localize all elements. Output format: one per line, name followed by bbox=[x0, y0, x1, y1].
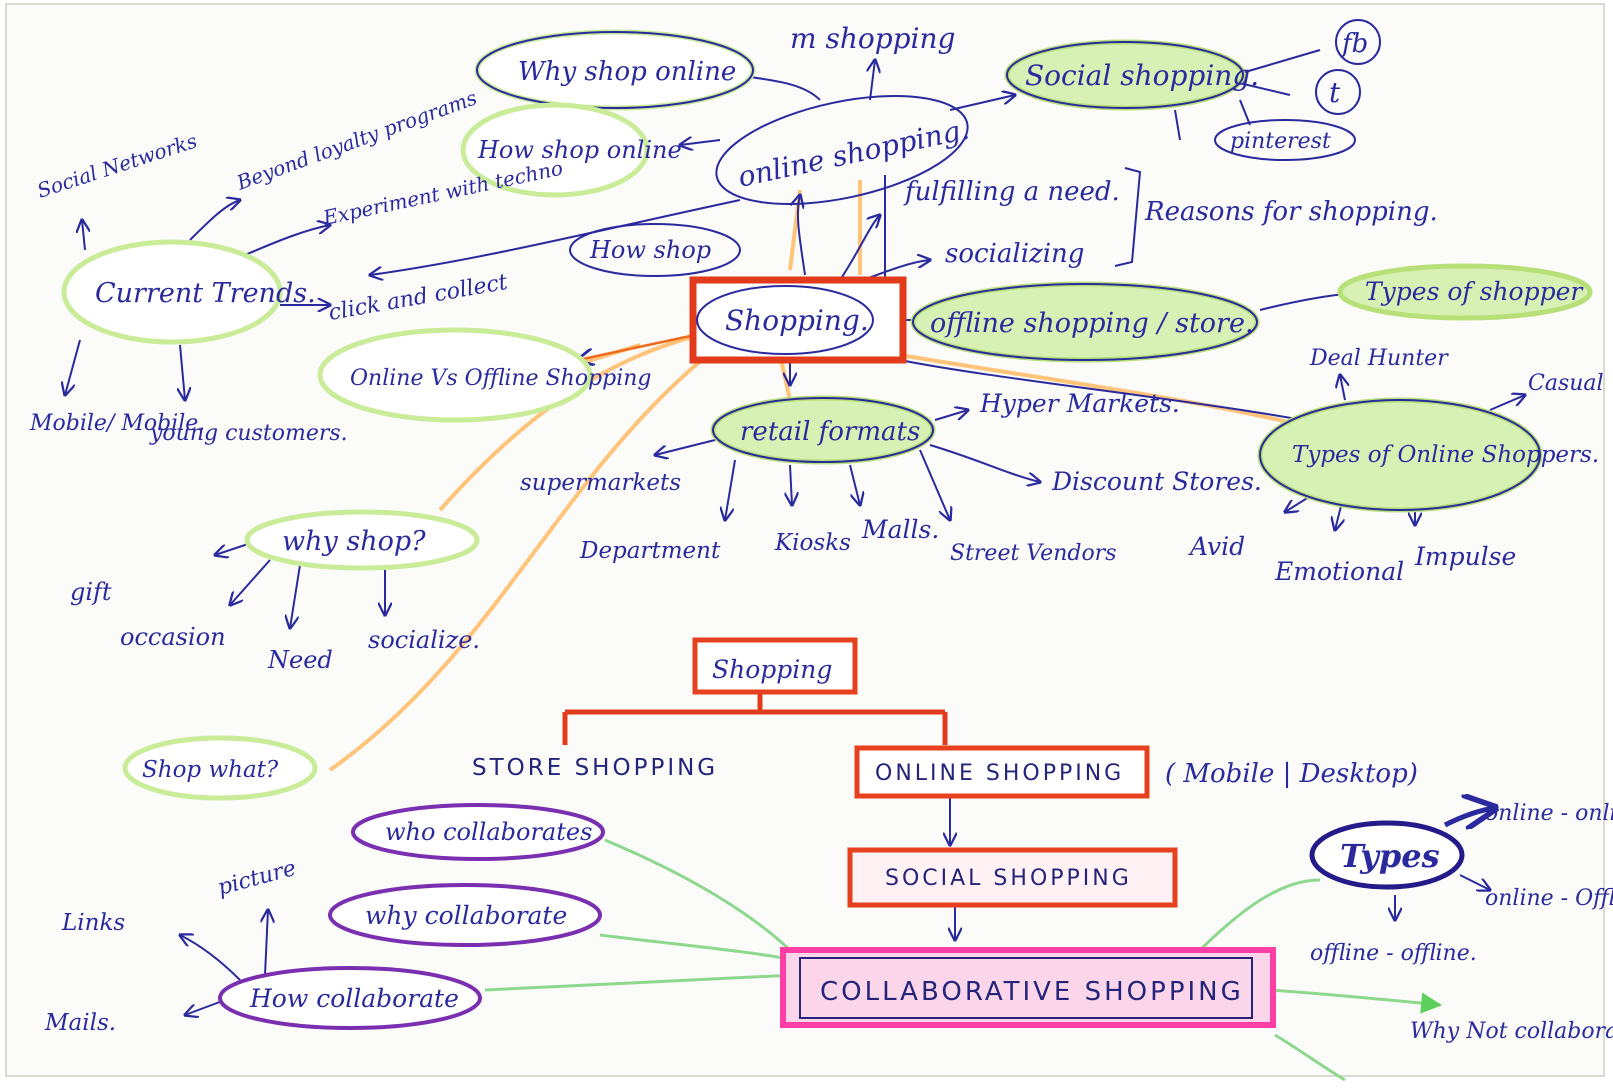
social-shopping-node[interactable]: Social shopping. bbox=[1004, 39, 1259, 111]
orange-arrows bbox=[578, 333, 696, 360]
emotional-label: Emotional bbox=[1274, 557, 1404, 586]
devices-label: ( Mobile | Desktop) bbox=[1165, 759, 1418, 789]
young-customers-label: young customers. bbox=[149, 421, 348, 446]
current-trends-node[interactable]: Current Trends. bbox=[61, 239, 316, 345]
who-collaborates-node[interactable]: who collaborates bbox=[351, 803, 605, 861]
mails-label: Mails. bbox=[44, 1010, 116, 1036]
types-online-shoppers-node[interactable]: Types of Online Shoppers. bbox=[1257, 397, 1599, 513]
types-of-shopper-label: Types of shopper bbox=[1365, 277, 1584, 306]
bottom-shopping-node[interactable]: Shopping bbox=[692, 637, 858, 695]
center-shopping-node[interactable]: Shopping. bbox=[689, 276, 907, 364]
mobile-label: Mobile/ Mobile. bbox=[29, 411, 205, 436]
malls-label: Malls. bbox=[861, 515, 939, 544]
why-shop-node[interactable]: why shop? bbox=[244, 509, 480, 571]
occasion-label: occasion bbox=[120, 623, 226, 651]
why-shop-online-label: Why shop online bbox=[518, 57, 736, 87]
how-shop-label: How shop bbox=[589, 236, 711, 264]
pinterest-node[interactable]: pinterest bbox=[1214, 119, 1356, 161]
online-offline-label: online - Offline bbox=[1485, 886, 1613, 911]
why-shop-label: why shop? bbox=[282, 526, 426, 557]
online-vs-offline-node[interactable]: Online Vs Offline Shopping bbox=[317, 327, 652, 423]
bottom-connectors bbox=[180, 690, 1495, 1082]
street-vendors-label: Street Vendors bbox=[950, 541, 1117, 566]
twitter-icon: t bbox=[1329, 76, 1341, 109]
bottom-online-shopping-node[interactable]: ONLINE SHOPPING bbox=[854, 745, 1150, 799]
types-label: Types bbox=[1340, 837, 1440, 875]
current-trends-label: Current Trends. bbox=[95, 278, 316, 309]
bottom-online-shopping-label: ONLINE SHOPPING bbox=[875, 761, 1124, 786]
pinterest-label: pinterest bbox=[1230, 129, 1331, 154]
impulse-label: Impulse bbox=[1414, 542, 1516, 571]
online-vs-offline-label: Online Vs Offline Shopping bbox=[350, 366, 652, 391]
shop-what-label: Shop what? bbox=[142, 757, 279, 783]
how-collaborate-label: How collaborate bbox=[249, 984, 459, 1013]
shop-what-node[interactable]: Shop what? bbox=[122, 735, 318, 801]
department-label: Department bbox=[579, 538, 721, 564]
reason-fulfilling-need: fulfilling a need. bbox=[903, 177, 1120, 207]
types-online-shoppers-label: Types of Online Shoppers. bbox=[1292, 442, 1599, 468]
how-shop-node[interactable]: How shop bbox=[569, 223, 741, 277]
offline-shopping-label: offline shopping / store. bbox=[930, 308, 1254, 339]
how-shop-online-label: How shop online bbox=[477, 136, 682, 164]
why-collaborate-node[interactable]: why collaborate bbox=[328, 883, 602, 947]
kiosks-label: Kiosks bbox=[774, 530, 851, 556]
bottom-shopping-label: Shopping bbox=[712, 655, 832, 684]
hypermarkets-label: Hyper Markets. bbox=[979, 389, 1180, 418]
retail-formats-node[interactable]: retail formats bbox=[710, 395, 936, 465]
supermarkets-label: supermarkets bbox=[520, 470, 681, 496]
types-of-shopper-node[interactable]: Types of shopper bbox=[1337, 263, 1593, 321]
types-node[interactable]: Types bbox=[1309, 820, 1465, 890]
online-online-label: online - online bbox=[1485, 801, 1613, 826]
socialize-label: socialize. bbox=[368, 626, 480, 654]
center-shopping-label: Shopping. bbox=[725, 304, 869, 337]
retail-formats-label: retail formats bbox=[740, 417, 920, 447]
reasons-for-shopping-label: Reasons for shopping. bbox=[1144, 197, 1438, 227]
why-collaborate-label: why collaborate bbox=[365, 901, 567, 930]
twitter-node[interactable]: t bbox=[1315, 69, 1361, 115]
offline-offline-label: offline - offline. bbox=[1310, 941, 1477, 966]
m-shopping-label: m shopping bbox=[790, 22, 955, 55]
how-shop-online-node[interactable]: How shop online bbox=[460, 102, 682, 198]
social-shopping-label: Social shopping. bbox=[1025, 59, 1259, 92]
bottom-social-shopping-node[interactable]: SOCIAL SHOPPING bbox=[847, 847, 1178, 908]
gift-label: gift bbox=[70, 578, 112, 606]
bottom-social-shopping-label: SOCIAL SHOPPING bbox=[885, 866, 1132, 891]
discount-stores-label: Discount Stores. bbox=[1051, 467, 1262, 496]
store-shopping-label: STORE SHOPPING bbox=[472, 755, 718, 781]
facebook-node[interactable]: fb bbox=[1335, 19, 1381, 65]
offline-shopping-node[interactable]: offline shopping / store. bbox=[910, 281, 1260, 363]
collaborative-shopping-node[interactable]: COLLABORATIVE SHOPPING bbox=[780, 947, 1276, 1028]
collaborative-shopping-label: COLLABORATIVE SHOPPING bbox=[820, 977, 1244, 1007]
links-label: Links bbox=[61, 910, 125, 936]
why-not-collaborate-label: Why Not collaborate bbox=[1410, 1019, 1613, 1044]
why-shop-online-node[interactable]: Why shop online bbox=[474, 29, 756, 111]
facebook-icon: fb bbox=[1340, 29, 1368, 59]
how-collaborate-node[interactable]: How collaborate bbox=[218, 966, 482, 1030]
need-label: Need bbox=[267, 646, 333, 674]
avid-label: Avid bbox=[1188, 532, 1245, 561]
top-connectors bbox=[65, 49, 1525, 628]
casual-label: Casual bbox=[1528, 371, 1604, 396]
who-collaborates-label: who collaborates bbox=[385, 818, 592, 846]
deal-hunter-label: Deal Hunter bbox=[1309, 346, 1449, 371]
reason-socializing: socializing bbox=[945, 239, 1084, 269]
